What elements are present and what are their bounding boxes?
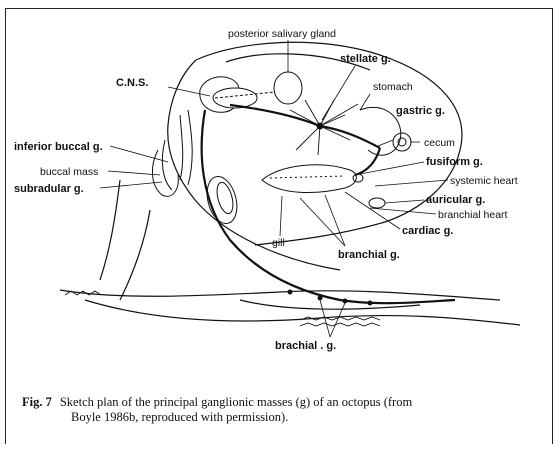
- label-gastric-ganglion: gastric g.: [396, 105, 445, 117]
- label-cardiac-ganglion: cardiac g.: [402, 225, 453, 237]
- label-inferior-buccal-ganglion: inferior buccal g.: [14, 141, 103, 153]
- label-brachial-ganglion: brachial . g.: [275, 340, 336, 352]
- label-branchial-heart: branchial heart: [438, 209, 508, 221]
- label-stomach: stomach: [373, 81, 413, 93]
- funnel: [202, 173, 241, 227]
- label-stellate-ganglion: stellate g.: [340, 53, 391, 65]
- label-systemic-heart: systemic heart: [450, 175, 518, 187]
- caption-line-2: Boyle 1986b, reproduced with permission)…: [22, 410, 542, 425]
- label-auricular-ganglion: auricular g.: [426, 194, 485, 206]
- caption-figure-number: Fig. 7: [22, 395, 52, 409]
- gill: [262, 165, 356, 193]
- label-cns: C.N.S.: [116, 77, 148, 89]
- label-gill: gill: [272, 237, 285, 249]
- buccal-mass: [152, 110, 192, 196]
- posterior-salivary-gland: [274, 72, 302, 104]
- label-posterior-salivary-gland: posterior salivary gland: [228, 28, 336, 40]
- label-fusiform-ganglion: fusiform g.: [426, 156, 483, 168]
- caption-line-1: Sketch plan of the principal ganglionic …: [60, 395, 412, 409]
- label-branchial-ganglion: branchial g.: [338, 249, 400, 261]
- figure-caption: Fig. 7 Sketch plan of the principal gangl…: [22, 395, 542, 425]
- label-buccal-mass: buccal mass: [40, 166, 98, 178]
- label-cecum: cecum: [424, 137, 455, 149]
- label-subradular-ganglion: subradular g.: [14, 183, 84, 195]
- branchial-heart: [353, 174, 385, 208]
